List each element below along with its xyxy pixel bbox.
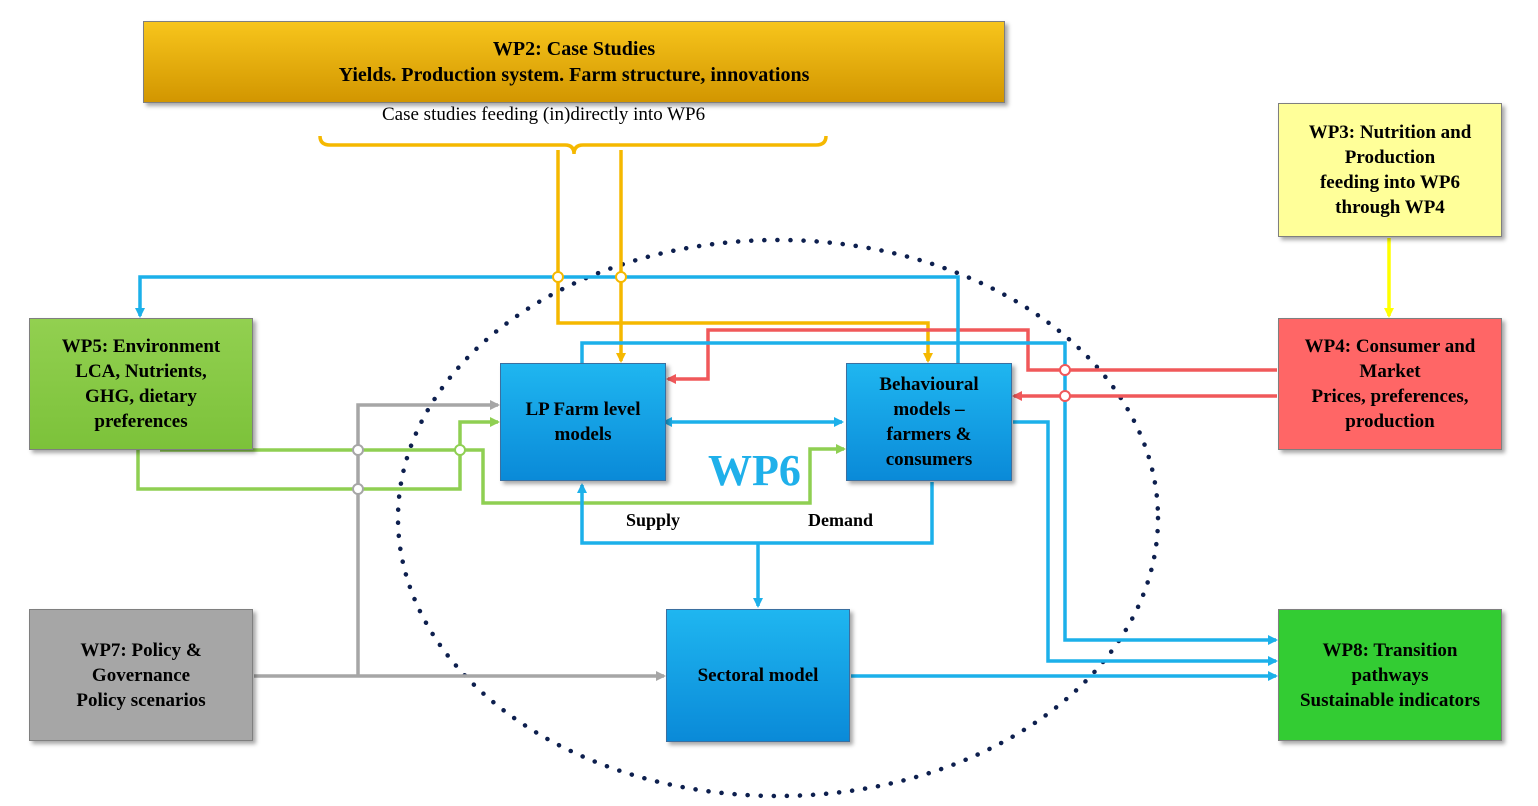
wp5-line-2: LCA, Nutrients, bbox=[75, 361, 207, 382]
wp3-line-1: WP3: Nutrition and bbox=[1308, 122, 1472, 143]
wp4-line-1: WP4: Consumer and bbox=[1304, 336, 1476, 357]
beh-line-4: consumers bbox=[885, 449, 973, 470]
beh-line-1: Behavioural bbox=[879, 374, 979, 395]
wp5-environment-box: WP5: Environment LCA, Nutrients, GHG, di… bbox=[29, 318, 253, 450]
wp8-line-3: Sustainable indicators bbox=[1299, 689, 1480, 711]
lp-line-1: LP Farm level bbox=[525, 399, 641, 420]
wp7-line-1: WP7: Policy & bbox=[80, 639, 202, 661]
lp-farm-model-box: LP Farm level models bbox=[500, 363, 666, 481]
wp4-line-2: Market bbox=[1359, 361, 1421, 382]
wp3-line-3: feeding into WP6 bbox=[1319, 172, 1461, 193]
wp5-line-3: GHG, dietary bbox=[85, 386, 197, 407]
sectoral-line-1: Sectoral model bbox=[697, 665, 819, 686]
case-studies-brace bbox=[318, 135, 828, 155]
wp3-nutrition-box: WP3: Nutrition and Production feeding in… bbox=[1278, 103, 1502, 237]
wp4-line-4: production bbox=[1345, 411, 1435, 432]
wp7-line-3: Policy scenarios bbox=[76, 689, 206, 711]
model-arrows bbox=[135, 275, 1278, 681]
wp5-line-4: preferences bbox=[94, 411, 188, 432]
case-studies-caption: Case studies feeding (in)directly into W… bbox=[382, 104, 706, 125]
wp5-line-1: WP5: Environment bbox=[61, 336, 221, 357]
wp6-boundary bbox=[395, 237, 1161, 799]
line-crossings bbox=[352, 271, 1071, 495]
wp8-line-1: WP8: Transition bbox=[1322, 639, 1458, 661]
lp-line-2: models bbox=[554, 424, 612, 445]
wp3-line-4: through WP4 bbox=[1335, 197, 1445, 218]
supply-label: Supply bbox=[626, 510, 681, 530]
wp2-subtitle: Yields. Production system. Farm structur… bbox=[338, 64, 810, 86]
wp6-label: WP6 bbox=[708, 446, 801, 495]
sectoral-model-box: Sectoral model bbox=[666, 609, 850, 742]
wp8-line-2: pathways bbox=[1351, 664, 1429, 686]
wp3-line-2: Production bbox=[1344, 147, 1436, 168]
wp8-transition-box: WP8: Transition pathways Sustainable ind… bbox=[1278, 609, 1502, 741]
demand-label: Demand bbox=[808, 510, 874, 530]
beh-line-2: models – bbox=[893, 399, 965, 420]
wp4-consumer-market-box: WP4: Consumer and Market Prices, prefere… bbox=[1278, 318, 1502, 450]
wp7-arrows bbox=[254, 400, 666, 681]
behavioural-model-box: Behavioural models – farmers & consumers bbox=[846, 363, 1012, 481]
wp5-arrows bbox=[136, 417, 846, 505]
wp2-case-studies-box: WP2: Case Studies Yields. Production sys… bbox=[143, 21, 1005, 103]
wp4-line-3: Prices, preferences, bbox=[1311, 386, 1469, 407]
wp7-line-2: Governance bbox=[91, 664, 191, 686]
beh-line-3: farmers & bbox=[886, 424, 972, 445]
wp7-policy-box: WP7: Policy & Governance Policy scenario… bbox=[29, 609, 253, 741]
wp2-title: WP2: Case Studies bbox=[492, 38, 656, 60]
